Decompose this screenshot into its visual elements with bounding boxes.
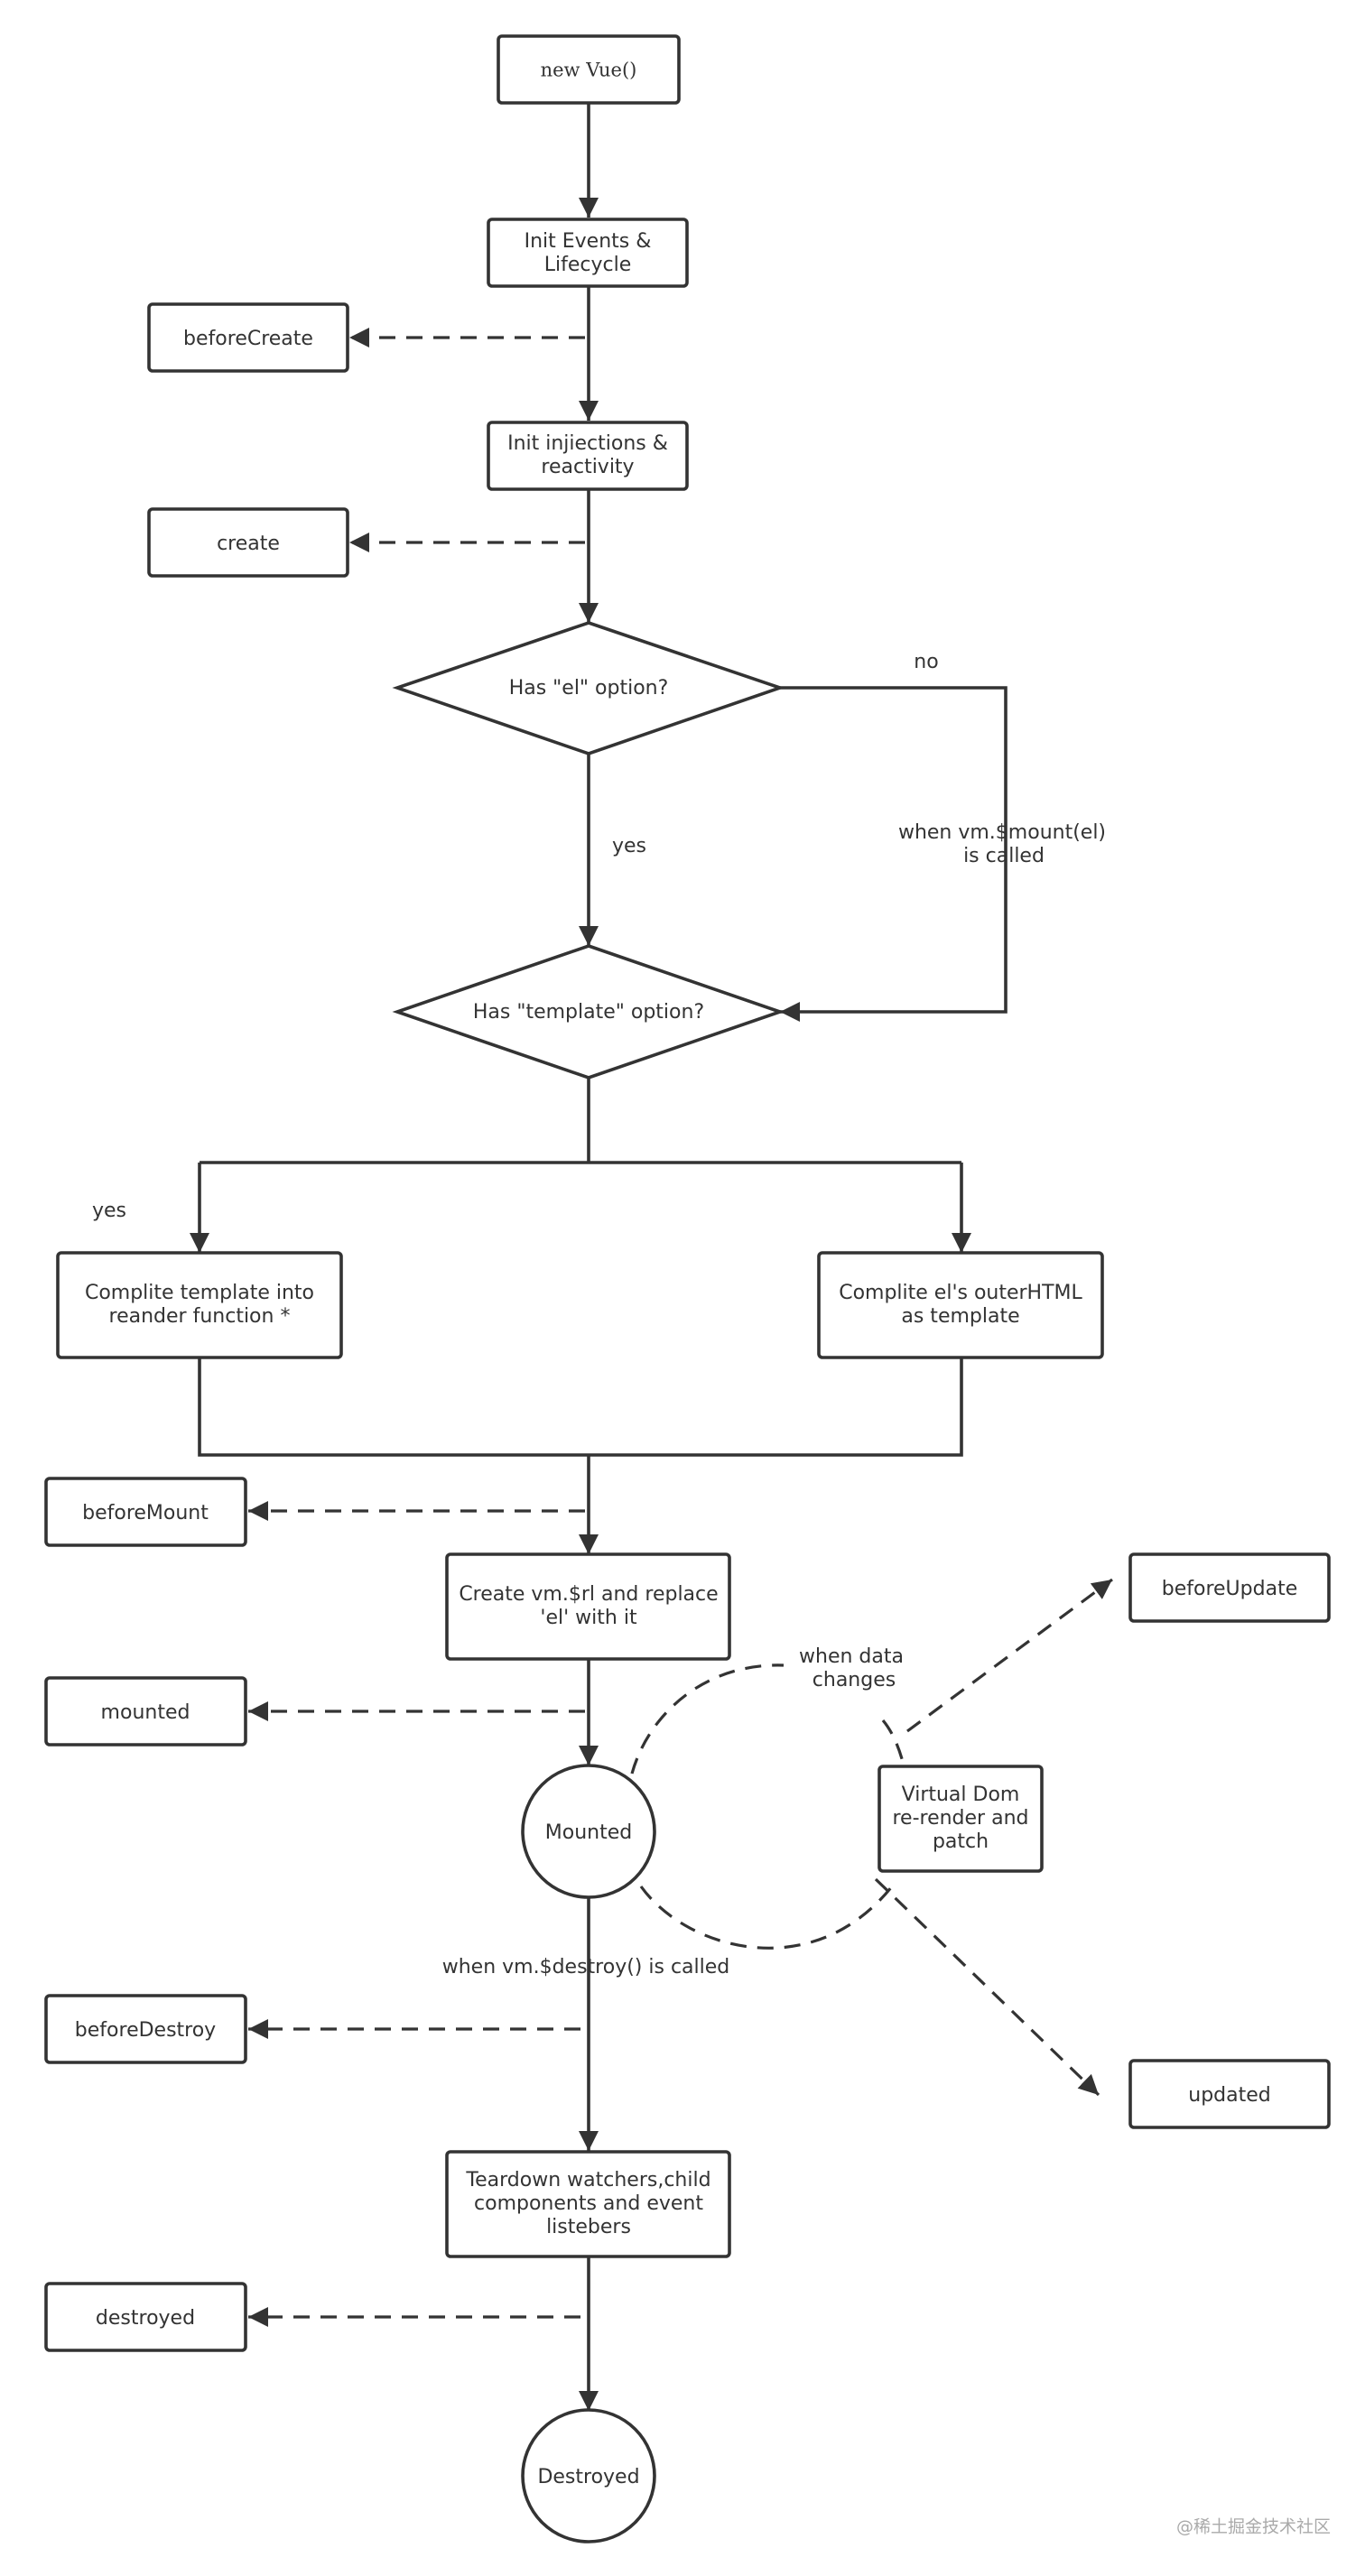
virtual-dom-label-line3: patch xyxy=(933,1830,989,1853)
before-create-label: beforeCreate xyxy=(183,328,313,350)
mounted-state-label: Mounted xyxy=(545,1821,632,1844)
destroyed-state-node: Destroyed xyxy=(521,2408,656,2544)
edge-label-when-destroy: when vm.$destroy() is called xyxy=(442,1956,730,1978)
updated-node: updated xyxy=(1128,2059,1331,2129)
init-events-label-line2: Lifecycle xyxy=(544,254,632,276)
edge-vdom-to-before-update xyxy=(906,1578,1113,1733)
edge-label-when-mount-line2: is called xyxy=(963,845,1045,867)
new-vue-node: new Vue() xyxy=(497,34,681,105)
compile-template-label-line2: reander function * xyxy=(109,1305,291,1328)
virtual-dom-label-line1: Virtual Dom xyxy=(902,1784,1020,1806)
edge-label-yes-template: yes xyxy=(92,1200,126,1222)
edge-data-change-to-vdom xyxy=(881,1719,905,1763)
edge-data-change-loop-up xyxy=(630,1663,785,1774)
edge-label-data-changes-line1: when data xyxy=(799,1645,904,1668)
before-mount-node: beforeMount xyxy=(44,1477,247,1547)
edge-label-no: no xyxy=(914,651,938,673)
edge-merge-to-create-vm xyxy=(198,1357,963,1554)
has-el-label: Has "el" option? xyxy=(509,677,669,700)
destroyed-hook-node: destroyed xyxy=(44,2282,247,2352)
compile-outer-html-label-line2: as template xyxy=(901,1305,1019,1328)
create-vm-label-line1: Create vm.$rl and replace xyxy=(459,1583,718,1606)
edge-label-data-changes-line2: changes xyxy=(812,1669,896,1691)
create-vm-node: Create vm.$rl and replace 'el' with it xyxy=(445,1552,731,1661)
before-destroy-label: beforeDestroy xyxy=(75,2019,216,2042)
mounted-state-node: Mounted xyxy=(521,1764,656,1899)
init-events-node: Init Events & Lifecycle xyxy=(487,218,689,288)
create-label: create xyxy=(217,533,280,555)
has-template-label: Has "template" option? xyxy=(473,1001,704,1024)
compile-template-node: Complite template into reander function … xyxy=(56,1251,343,1359)
before-create-node: beforeCreate xyxy=(147,302,349,373)
before-update-label: beforeUpdate xyxy=(1162,1578,1297,1600)
init-injections-label-line1: Init injiections & xyxy=(507,432,668,455)
mounted-hook-node: mounted xyxy=(44,1676,247,1747)
updated-label: updated xyxy=(1188,2084,1270,2107)
edge-vdom-to-updated xyxy=(874,1877,1100,2097)
teardown-node: Teardown watchers,child components and e… xyxy=(445,2150,731,2258)
virtual-dom-label-line2: re-render and xyxy=(892,1807,1028,1830)
compile-outer-html-node: Complite el's outerHTML as template xyxy=(817,1251,1104,1359)
edge-has-template-branch xyxy=(200,1078,961,1164)
teardown-label-line1: Teardown watchers,child xyxy=(465,2169,710,2191)
init-events-label-line1: Init Events & xyxy=(525,230,652,253)
before-destroy-node: beforeDestroy xyxy=(44,1994,247,2064)
create-node: create xyxy=(147,507,349,578)
edges xyxy=(190,103,1113,2411)
destroyed-hook-label: destroyed xyxy=(96,2307,195,2330)
teardown-label-line3: listebers xyxy=(546,2216,631,2238)
edge-label-yes-el: yes xyxy=(612,835,646,857)
destroyed-state-label: Destroyed xyxy=(537,2466,639,2488)
teardown-label-line2: components and event xyxy=(474,2192,703,2215)
new-vue-label: new Vue() xyxy=(541,60,637,81)
init-injections-node: Init injiections & reactivity xyxy=(487,421,689,491)
before-update-node: beforeUpdate xyxy=(1128,1552,1331,1623)
mounted-hook-label: mounted xyxy=(101,1701,190,1724)
init-injections-label-line2: reactivity xyxy=(541,456,634,478)
compile-template-label-line1: Complite template into xyxy=(85,1282,314,1304)
edge-label-when-mount-line1: when vm.$mount(el) xyxy=(898,821,1106,844)
create-vm-label-line2: 'el' with it xyxy=(540,1607,637,1629)
before-mount-label: beforeMount xyxy=(82,1502,209,1524)
edge-mounted-loop-down xyxy=(639,1885,894,1950)
has-el-decision: Has "el" option? xyxy=(392,621,785,755)
virtual-dom-node: Virtual Dom re-render and patch xyxy=(878,1765,1044,1873)
compile-outer-html-label-line1: Complite el's outerHTML xyxy=(839,1282,1082,1304)
has-template-decision: Has "template" option? xyxy=(392,944,785,1080)
watermark-text: @稀土掘金技术社区 xyxy=(1176,2517,1331,2537)
edge-has-el-no xyxy=(780,686,1008,1022)
